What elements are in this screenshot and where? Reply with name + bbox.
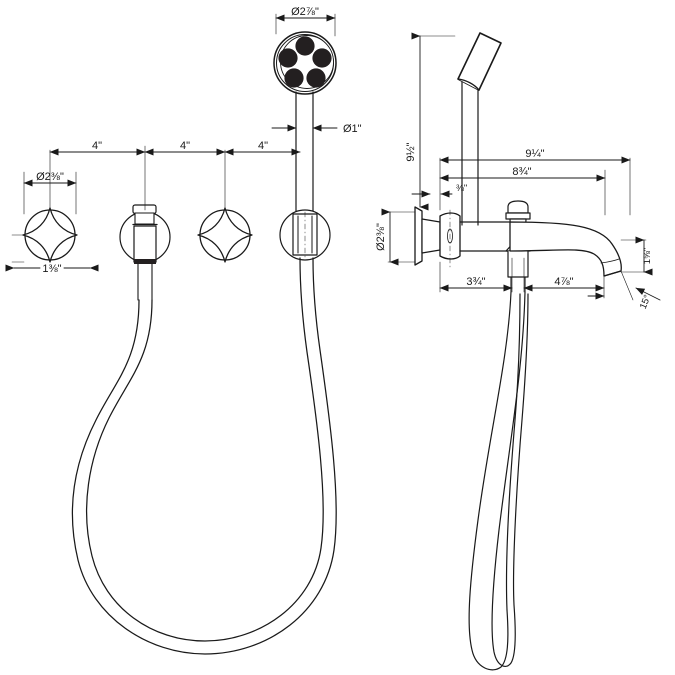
label-spacing-1: 4" [92, 140, 102, 152]
label-spacing-3: 4" [258, 140, 268, 152]
label-spout-reach-total: 9¼" [525, 148, 544, 160]
label-outlet-to-tip: 4⅞" [554, 276, 573, 288]
wall-hose-outlet [279, 209, 331, 261]
handshower-head [273, 31, 337, 95]
dim-spout-angle [587, 287, 661, 301]
label-spout-drop: 1⅝" [642, 248, 653, 265]
handshower-holder-bracket [457, 32, 502, 226]
label-handle-depth: 1⅜" [42, 263, 61, 275]
handshower-handle [295, 91, 314, 215]
label-spout-angle: 15° [638, 293, 654, 311]
label-wall-offset: ⅜" [456, 183, 467, 194]
wall-flange [414, 206, 441, 266]
label-handle-diameter: Ø2⅜" [36, 171, 64, 183]
label-showerhead-diameter: Ø2⅞" [291, 6, 319, 18]
label-flange-diameter: Ø2⅜" [375, 223, 387, 251]
valve-body [439, 209, 511, 269]
label-holder-height: 9½" [405, 142, 417, 161]
label-spacing-2: 4" [180, 140, 190, 152]
bath-spout [509, 221, 622, 277]
label-valve-to-outlet: 3¾" [466, 276, 485, 288]
cross-handle-left [22, 207, 78, 263]
label-spout-reach-body: 8¾" [512, 166, 531, 178]
dim-handle-depth [5, 264, 99, 272]
diverter-spout [119, 204, 171, 301]
dimension-labels: 4" 4" 4" Ø2⅜" 1⅜" Ø2⅞" Ø1" 9½" 9¼" 8¾" ⅜… [36, 6, 653, 311]
spray-jet-group [278, 36, 332, 88]
label-hose-diameter: Ø1" [343, 123, 362, 135]
shower-hose-loop-right [468, 291, 529, 671]
shower-hose-loop-left [71, 257, 337, 655]
cross-handle-right [197, 207, 253, 263]
